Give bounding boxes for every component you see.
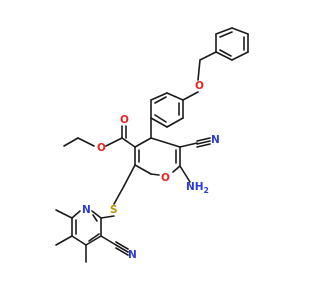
cyano-bottom-bond: [100, 235, 117, 246]
atom-labels: O O O O N NH2 S N N: [82, 80, 220, 261]
ch2-sulfur-bond: [113, 185, 125, 205]
sulfur-pyridine-bond: [100, 215, 115, 219]
carbonyl-oxygen-label: O: [120, 114, 129, 126]
cyano-bottom-nitrogen-label: N: [128, 249, 137, 261]
ch2-oxygen-bond: [197, 59, 201, 81]
pyridine-ring: [71, 210, 102, 246]
cyano-top-triple-3: [196, 143, 211, 148]
amino-text: NH: [186, 181, 204, 193]
ring-oxygen-label: O: [161, 172, 170, 184]
middle-phenyl-ring: [150, 92, 184, 128]
molecule-structure: O O O O N NH2 S N N: [55, 27, 249, 263]
cyano-bottom-triple-3: [115, 247, 129, 256]
methyl-5-bond: [55, 235, 73, 246]
molecule-diagram: O O O O N NH2 S N N: [55, 27, 249, 263]
amino-bond: [179, 165, 191, 183]
pyridine-nitrogen-label: N: [82, 204, 91, 216]
sulfur-label: S: [110, 204, 118, 216]
cyano-bottom-triple-1: [115, 241, 129, 250]
ester-oxygen-label: O: [97, 142, 106, 154]
cyano-top-bond: [179, 142, 198, 148]
cyano-top-triple-1: [196, 137, 211, 142]
benzyl-ch2-bond: [199, 51, 217, 61]
ether-oxygen-label: O: [195, 80, 204, 92]
ester-group: [63, 125, 136, 148]
cyano-top-triple-2: [196, 140, 211, 145]
cyano-bottom-triple-2: [115, 244, 129, 253]
oxygen-aryl-bond: [182, 91, 199, 101]
benzyl-phenyl-ring: [215, 27, 249, 61]
cyano-top-nitrogen-label: N: [211, 134, 220, 146]
amino-subscript: 2: [204, 186, 209, 195]
c2-ch2-bond: [123, 164, 136, 187]
amino-label: NH2: [186, 181, 209, 195]
methyl-6-bond: [55, 209, 73, 219]
pyran-ring: [134, 137, 181, 176]
